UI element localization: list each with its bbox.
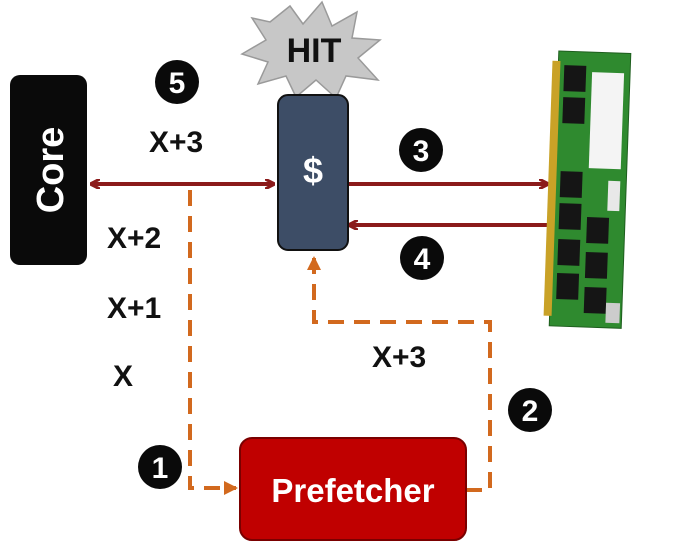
address-x2: X+2 — [107, 222, 161, 255]
prefetcher-to-cache-path — [307, 256, 492, 492]
address-x3-core: X+3 — [149, 126, 203, 159]
cache-label: $ — [303, 150, 323, 191]
cache-block: $ — [277, 94, 349, 251]
step-number: 4 — [414, 243, 431, 276]
address-x: X — [113, 360, 133, 393]
dram-module-icon — [543, 50, 632, 329]
step-number: 5 — [169, 67, 186, 100]
hit-label: HIT — [287, 32, 342, 70]
core-label: Core — [30, 127, 72, 214]
step-number: 1 — [152, 452, 169, 485]
step-badge-4: 4 — [400, 236, 444, 280]
step-badge-5: 5 — [155, 60, 199, 104]
prefetcher-block: Prefetcher — [239, 437, 467, 541]
address-x1: X+1 — [107, 292, 161, 325]
step-badge-2: 2 — [508, 388, 552, 432]
step-number: 3 — [413, 135, 430, 168]
core-to-prefetcher-path — [188, 190, 238, 495]
hit-burst-icon: HIT — [240, 0, 382, 100]
prefetcher-label: Prefetcher — [271, 472, 434, 509]
step-badge-3: 3 — [399, 128, 443, 172]
step-number: 2 — [522, 395, 539, 428]
address-x3-prefetch: X+3 — [372, 341, 426, 374]
step-badge-1: 1 — [138, 445, 182, 489]
core-block: Core — [10, 75, 87, 265]
